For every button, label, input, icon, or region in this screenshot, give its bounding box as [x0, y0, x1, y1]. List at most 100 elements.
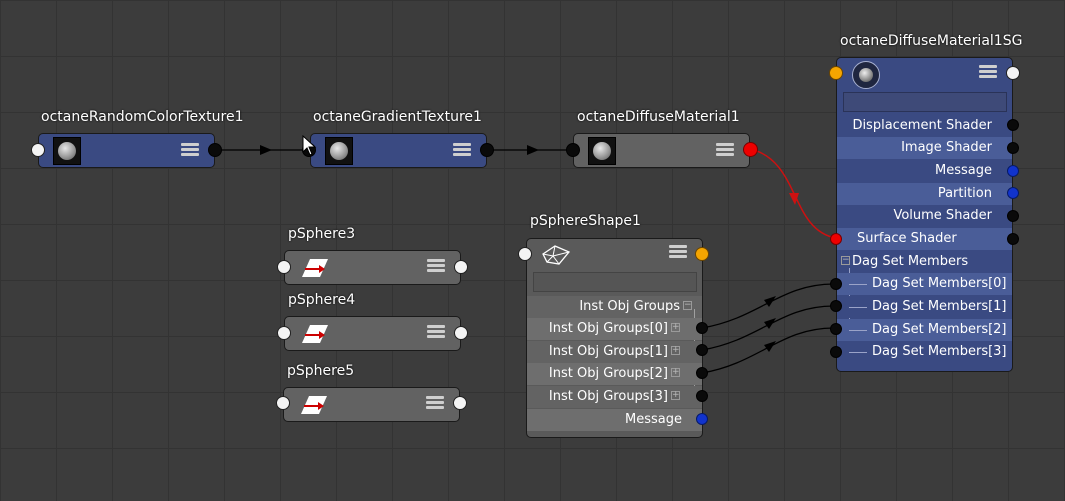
node-menu-icon[interactable] [716, 143, 734, 157]
node-random-color-texture[interactable] [38, 133, 215, 168]
node-menu-icon[interactable] [427, 259, 445, 273]
attr-partition[interactable]: Partition [837, 183, 1012, 205]
port-inst-obj-group-1[interactable] [696, 344, 708, 356]
port-dag-member-2[interactable] [830, 323, 842, 335]
texture-orb-icon [588, 137, 616, 165]
attr-inst-obj-group-3[interactable]: Inst Obj Groups[3]+ [527, 386, 702, 408]
port-partition[interactable] [1007, 187, 1019, 199]
mouse-pointer-icon [302, 135, 317, 156]
node-menu-icon[interactable] [979, 65, 997, 79]
attr-dag-set-member-3[interactable]: Dag Set Members[3] [837, 341, 1012, 363]
node-psphere4[interactable] [284, 316, 461, 351]
attr-displacement-shader[interactable]: Displacement Shader [837, 115, 1012, 137]
node-title-sphere3: pSphere3 [288, 226, 356, 242]
port-dag-member-3[interactable] [830, 346, 842, 358]
node-psphere5[interactable] [283, 387, 460, 422]
node-gradient-texture[interactable] [310, 133, 487, 168]
wire-arrow [764, 296, 776, 307]
input-port[interactable] [277, 326, 291, 340]
tree-branch [849, 284, 867, 285]
attr-shape-message[interactable]: Message [527, 409, 702, 431]
attr-dag-set-member-1[interactable]: Dag Set Members[1] [837, 296, 1012, 318]
inst-obj-group-0-label: Inst Obj Groups[0] [548, 321, 668, 336]
port-inst-obj-group-3[interactable] [696, 390, 708, 402]
attr-image-shader[interactable]: Image Shader [837, 137, 1012, 159]
transform-arrow-icon [302, 325, 328, 343]
input-port[interactable] [829, 66, 843, 80]
input-port[interactable] [518, 247, 532, 261]
attr-surface-shader[interactable]: Surface Shader [837, 228, 1012, 250]
wire-group1-to-member1[interactable] [701, 305, 835, 351]
input-port[interactable] [277, 260, 291, 274]
transform-arrow-icon [301, 396, 327, 414]
attr-dag-set-members[interactable]: −Dag Set Members [837, 251, 1012, 273]
texture-orb-icon [325, 137, 353, 165]
expand-icon[interactable]: + [671, 390, 680, 400]
port-message[interactable] [1007, 165, 1019, 177]
expand-icon[interactable]: + [671, 345, 680, 355]
node-title-shading-group: octaneDiffuseMaterial1SG [840, 33, 1023, 49]
dag-set-members-label: Dag Set Members [852, 254, 969, 269]
attribute-filter-field[interactable] [843, 92, 1007, 112]
port-displacement-shader[interactable] [1007, 119, 1019, 131]
port-shape-message[interactable] [696, 413, 708, 425]
port-surface-shader-out[interactable] [1007, 233, 1019, 245]
inst-obj-group-1-label: Inst Obj Groups[1] [548, 344, 668, 359]
collapse-icon[interactable]: − [683, 300, 692, 310]
output-port[interactable] [453, 396, 467, 410]
port-inst-obj-group-2[interactable] [696, 367, 708, 379]
output-port[interactable] [208, 143, 222, 157]
node-menu-icon[interactable] [426, 396, 444, 410]
wire-group0-to-member0[interactable] [701, 283, 835, 329]
attribute-filter-field[interactable] [533, 272, 697, 292]
wire-arrow [764, 341, 776, 352]
inst-obj-group-3-label: Inst Obj Groups[3] [548, 389, 668, 404]
output-port[interactable] [454, 260, 468, 274]
port-dag-member-0[interactable] [830, 278, 842, 290]
attr-dag-set-member-0[interactable]: Dag Set Members[0] [837, 273, 1012, 295]
node-shading-group[interactable]: Displacement Shader Image Shader Message… [836, 57, 1013, 372]
port-surface-shader-in[interactable] [830, 233, 842, 245]
tree-branch [849, 307, 867, 308]
node-menu-icon[interactable] [453, 143, 471, 157]
mesh-shape-icon [542, 245, 571, 265]
node-psphere3[interactable] [284, 250, 461, 285]
input-port[interactable] [566, 143, 580, 157]
port-image-shader[interactable] [1007, 142, 1019, 154]
output-port[interactable] [1006, 66, 1020, 80]
attr-inst-obj-group-1[interactable]: Inst Obj Groups[1]+ [527, 341, 702, 363]
input-port[interactable] [276, 396, 290, 410]
output-port-selected[interactable] [743, 142, 758, 157]
port-volume-shader[interactable] [1007, 210, 1019, 222]
collapse-icon[interactable]: − [841, 255, 850, 265]
expand-icon[interactable]: + [671, 322, 680, 332]
inst-obj-groups-label: Inst Obj Groups [579, 299, 680, 314]
port-dag-member-1[interactable] [830, 300, 842, 312]
attr-inst-obj-groups[interactable]: Inst Obj Groups− [527, 296, 702, 318]
attr-volume-shader[interactable]: Volume Shader [837, 205, 1012, 227]
node-title-diffuse: octaneDiffuseMaterial1 [577, 109, 740, 125]
attr-inst-obj-group-2[interactable]: Inst Obj Groups[2]+ [527, 363, 702, 385]
wire-diffuse-to-surface-shader[interactable] [749, 148, 837, 239]
output-port[interactable] [695, 247, 709, 261]
input-port[interactable] [31, 143, 45, 157]
wire-arrow [764, 318, 776, 329]
output-port[interactable] [480, 143, 494, 157]
port-inst-obj-group-0[interactable] [696, 322, 708, 334]
node-psphere-shape[interactable]: Inst Obj Groups− Inst Obj Groups[0]+ Ins… [526, 238, 703, 438]
attr-inst-obj-group-0[interactable]: Inst Obj Groups[0]+ [527, 318, 702, 340]
tree-branch [849, 330, 867, 331]
expand-icon[interactable]: + [671, 367, 680, 377]
output-port[interactable] [454, 326, 468, 340]
node-menu-icon[interactable] [427, 325, 445, 339]
attr-dag-set-member-2[interactable]: Dag Set Members[2] [837, 319, 1012, 341]
node-title-sphere5: pSphere5 [287, 363, 355, 379]
wire-group2-to-member2[interactable] [701, 327, 835, 374]
transform-arrow-icon [302, 259, 328, 277]
node-diffuse-material[interactable] [573, 133, 750, 168]
attr-message[interactable]: Message [837, 160, 1012, 182]
node-title-sphere4: pSphere4 [288, 292, 356, 308]
node-menu-icon[interactable] [181, 143, 199, 157]
shading-group-icon [852, 61, 880, 89]
node-menu-icon[interactable] [669, 245, 687, 259]
